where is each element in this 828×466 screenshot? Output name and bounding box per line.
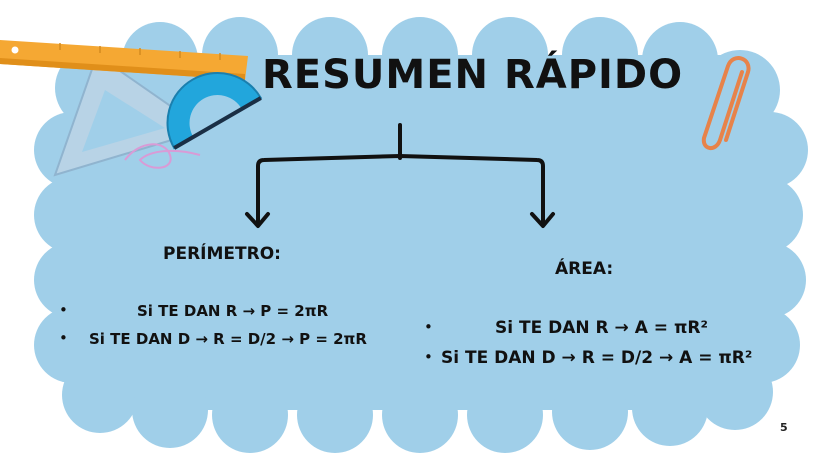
- branch-connector: [245, 123, 555, 228]
- area-heading: ÁREA:: [555, 259, 614, 279]
- paperclip-icon: [701, 56, 751, 150]
- doodle-icon: [124, 143, 201, 169]
- perimetro-item-2: Si TE DAN D → R = D/2 → P = 2πR: [89, 330, 367, 348]
- cloud-background: [34, 17, 808, 453]
- triangle-ruler-icon: [53, 53, 208, 177]
- bullet-icon: •: [424, 318, 433, 336]
- area-item-2: Si TE DAN D → R = D/2 → A = πR²: [441, 348, 753, 368]
- bullet-icon: •: [424, 348, 433, 366]
- protractor-icon: [166, 71, 263, 150]
- page-number: 5: [780, 421, 788, 434]
- ruler-icon: [0, 40, 248, 80]
- bullet-icon: •: [59, 301, 68, 319]
- bullet-icon: •: [59, 329, 68, 347]
- perimetro-item-1: Si TE DAN R → P = 2πR: [137, 302, 329, 320]
- page-title: RESUMEN RÁPIDO: [262, 52, 684, 98]
- perimetro-heading: PERÍMETRO:: [163, 244, 281, 264]
- area-item-1: Si TE DAN R → A = πR²: [495, 318, 708, 338]
